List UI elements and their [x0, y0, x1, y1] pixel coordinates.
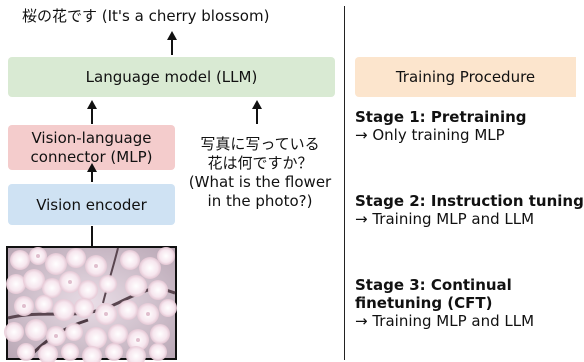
- question-line1: 写真に写っている: [200, 135, 320, 153]
- question-line4: in the photo?): [207, 192, 313, 210]
- stage-1: Stage 1: Pretraining → Only training MLP: [355, 108, 576, 144]
- stage-1-desc: → Only training MLP: [355, 126, 505, 144]
- stage-3-desc: → Training MLP and LLM: [355, 312, 535, 330]
- connector-label-line1: Vision-language: [31, 128, 152, 147]
- llm-box: Language model (LLM): [8, 57, 335, 97]
- encoder-box: Vision encoder: [8, 184, 175, 225]
- cherry-blossom-photo: [4, 246, 177, 362]
- question-line3: (What is the flower: [188, 173, 332, 191]
- arrow-encoder-to-connector: [87, 163, 97, 182]
- stage-2-desc: → Training MLP and LLM: [355, 210, 535, 228]
- question-line2: 花は何ですか？: [207, 154, 313, 172]
- training-procedure-header: Training Procedure: [355, 57, 576, 97]
- connector-box: Vision-language connector (MLP): [8, 125, 175, 170]
- stage-3-title-line2: finetuning (CFT): [355, 294, 493, 312]
- arrow-llm-to-output: [167, 31, 177, 55]
- stage-1-title: Stage 1: Pretraining: [355, 108, 527, 126]
- output-text: 桜の花です (It's a cherry blossom): [22, 7, 270, 25]
- llm-label: Language model (LLM): [85, 68, 258, 86]
- arrow-connector-to-llm: [87, 100, 97, 124]
- arrow-question-to-llm: [252, 100, 262, 124]
- question-text: 写真に写っている 花は何ですか？ (What is the flower in …: [180, 135, 340, 211]
- encoder-label: Vision encoder: [36, 195, 147, 214]
- stage-3: Stage 3: Continual finetuning (CFT) → Tr…: [355, 276, 576, 330]
- stage-3-title-line1: Stage 3: Continual: [355, 276, 512, 294]
- section-divider: [344, 6, 345, 360]
- connector-label-line2: connector (MLP): [30, 147, 153, 166]
- stage-2-title: Stage 2: Instruction tuning: [355, 192, 584, 210]
- line-image-to-encoder: [91, 226, 93, 246]
- stage-2: Stage 2: Instruction tuning → Training M…: [355, 192, 584, 228]
- training-procedure-label: Training Procedure: [395, 68, 536, 86]
